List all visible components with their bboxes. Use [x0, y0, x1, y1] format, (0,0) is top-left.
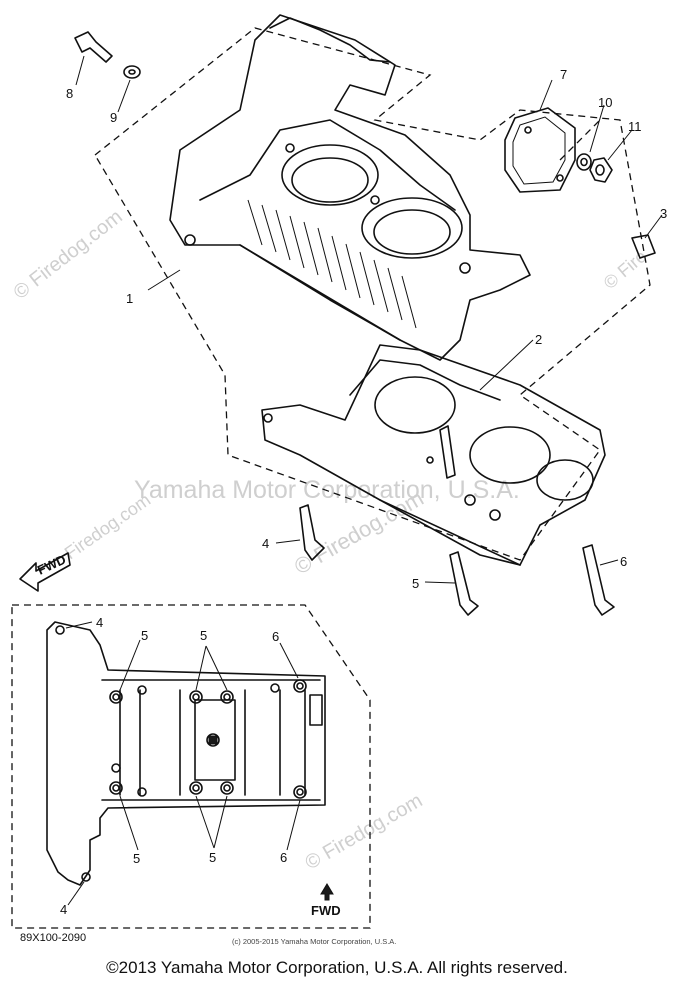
callout-11: 11 [628, 119, 642, 134]
fwd-up-arrow-icon [320, 883, 334, 901]
watermark-layer: Yamaha Motor Corporation, U.S.A. © Fired… [10, 206, 651, 875]
inset-callout-5-left-bottom: 5 [133, 851, 140, 866]
part-code: 89X100-2090 [20, 932, 87, 944]
washer-and-nut [576, 153, 613, 183]
cover-plate [504, 107, 576, 193]
inset-callout-6-bottom: 6 [280, 850, 287, 865]
fwd-label-inset: FWD [311, 903, 341, 918]
callout-4: 4 [262, 536, 269, 551]
cover-leader [559, 119, 601, 161]
inset-callout-5-left-top: 5 [141, 628, 148, 643]
tightening-sequence-inset: 4 5 5 6 5 5 6 4 FWD [11, 604, 371, 929]
small-copyright: (c) 2005-2015 Yamaha Motor Corporation, … [232, 937, 397, 946]
watermark-firedog-right: © Fire [600, 246, 651, 293]
callout-6: 6 [620, 554, 627, 569]
callout-1: 1 [126, 291, 133, 306]
leader-lines [75, 55, 663, 584]
watermark-firedog-lower: © Firedog.com [302, 790, 427, 875]
upper-crankcase [169, 14, 531, 361]
top-bolt-and-washer [74, 31, 141, 79]
lower-crankcase [261, 344, 606, 566]
watermark-firedog-diag: Firedog.com [61, 490, 154, 564]
fwd-label-top: FWD [35, 552, 68, 578]
inset-callout-5-center-top: 5 [200, 628, 207, 643]
callout-9: 9 [110, 110, 117, 125]
inset-callout-5-center-bottom: 5 [209, 850, 216, 865]
inset-callout-6-top: 6 [272, 629, 279, 644]
callout-3: 3 [660, 206, 667, 221]
callout-5: 5 [412, 576, 419, 591]
watermark-firedog-left: © Firedog.com [10, 206, 127, 304]
fwd-arrow-top: FWD [19, 552, 71, 592]
callout-10: 10 [598, 95, 612, 110]
lower-bolts [299, 425, 615, 616]
callout-8: 8 [66, 86, 73, 101]
inset-callout-4-bottom: 4 [60, 902, 67, 917]
callout-7: 7 [560, 67, 567, 82]
callout-labels: 1 2 3 4 5 6 7 8 9 10 11 [66, 67, 667, 591]
assembly-outline [94, 27, 651, 561]
inset-callout-4-top: 4 [96, 615, 103, 630]
copyright-footer: ©2013 Yamaha Motor Corporation, U.S.A. A… [106, 958, 568, 977]
callout-2: 2 [535, 332, 542, 347]
dowel-pin [631, 234, 656, 259]
